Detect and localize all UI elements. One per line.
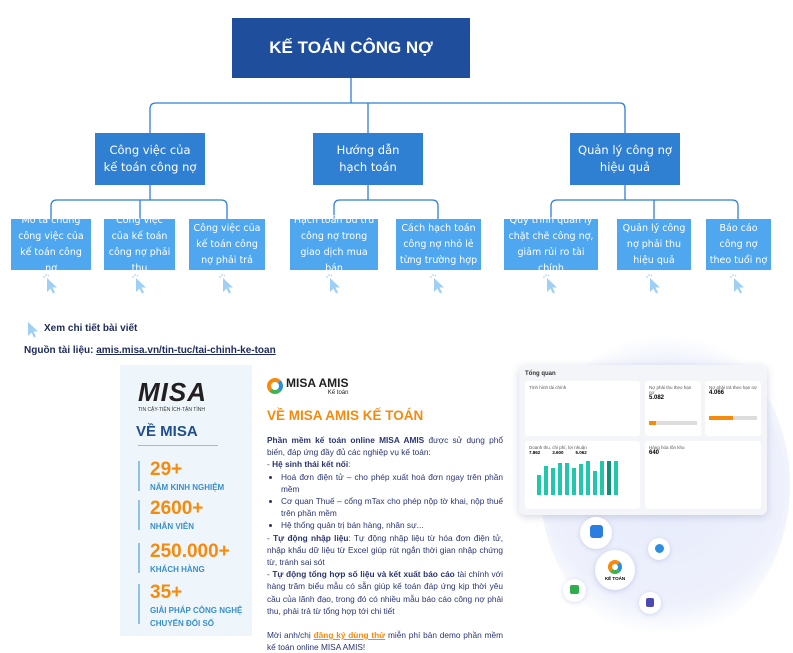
mini-bar [537, 474, 541, 495]
app-node [563, 579, 586, 602]
app-node [580, 517, 612, 549]
leaf-node[interactable]: Hạch toán bù trừ công nợ trong giao dịch… [290, 215, 378, 274]
view-article-label: Xem chi tiết bài viết [44, 322, 138, 334]
misa-logo: MISA [138, 377, 207, 407]
branch-huong-dan[interactable]: Hướng dẫn hạch toán [313, 133, 423, 185]
view-article-link[interactable]: Xem chi tiết bài viết [24, 318, 137, 338]
cursor-icon [646, 274, 662, 294]
leaf-node[interactable]: Cách hạch toán công nợ nhỏ lẻ từng trườn… [396, 219, 481, 270]
stat: 250.000+KHÁCH HÀNG [138, 541, 230, 576]
mini-bar [558, 462, 562, 495]
amis-description: Phần mềm kế toán online MISA AMIS được s… [267, 434, 503, 653]
mini-bar [600, 461, 604, 495]
connector-lines [50, 78, 739, 219]
app-node [639, 592, 661, 614]
cursor-icon [326, 274, 342, 294]
source-label: Nguồn tài liệu: [24, 345, 94, 356]
stat: 2600+NHÂN VIÊN [138, 498, 203, 533]
mini-bar [579, 464, 583, 495]
cursor-icon [543, 274, 559, 294]
branch-cong-viec[interactable]: Công việc của kế toán công nợ [95, 133, 205, 185]
stat: 29+NĂM KINH NGHIỆM [138, 459, 224, 494]
dashboard-preview: Tổng quan Tình hình tài chính Nợ phải th… [519, 365, 767, 515]
accounting-hub: KẾ TOÁN [595, 550, 635, 590]
source-line: Nguồn tài liệu: amis.misa.vn/tin-tuc/tai… [24, 345, 276, 356]
mini-bar [551, 467, 555, 495]
trial-signup-link[interactable]: đăng ký dùng thử [313, 630, 386, 641]
misa-tagline: TIN CẬY-TIỆN ÍCH-TẬN TÌNH [138, 407, 205, 413]
cursor-icon [730, 274, 746, 294]
mini-bar [544, 466, 548, 495]
list-item: Cơ quan Thuế – cổng mTax cho phép nộp tờ… [281, 495, 503, 519]
list-item: Hoá đơn điện tử – cho phép xuất hoá đơn … [281, 471, 503, 495]
misa-panel: MISA TIN CẬY-TIỆN ÍCH-TẬN TÌNH VỀ MISA 2… [120, 365, 252, 636]
root-node: KẾ TOÁN CÔNG NỢ [232, 18, 470, 78]
leaf-node[interactable]: Báo cáo công nợ theo tuổi nợ [706, 219, 771, 270]
amis-logo-icon [267, 378, 283, 394]
list-item: Hệ thống quản trị bán hàng, nhân sự... [281, 519, 503, 531]
leaf-node[interactable]: Mô tả chung công việc của kế toán công n… [11, 215, 91, 274]
source-url[interactable]: amis.misa.vn/tin-tuc/tai-chinh-ke-toan [96, 345, 276, 356]
mini-bar [586, 461, 590, 495]
mini-bar [607, 461, 611, 495]
app-node [648, 538, 670, 560]
mini-bar [565, 462, 569, 495]
misa-heading: VỀ MISA [136, 423, 198, 440]
amis-heading: VỀ MISA AMIS KẾ TOÁN [267, 408, 424, 423]
branch-quan-ly[interactable]: Quản lý công nợ hiệu quả [570, 133, 680, 185]
stat: 35+GIẢI PHÁP CÔNG NGHỆ CHUYỂN ĐỔI SỐ [138, 582, 250, 630]
cursor-icon [43, 274, 59, 294]
mini-bar [614, 461, 618, 495]
leaf-node[interactable]: Quản lý công nợ phải thu hiệu quả [617, 219, 691, 270]
amis-logo: MISA AMIS Kế toán [267, 376, 348, 396]
leaf-node[interactable]: Quy trình quản lý chặt chẽ công nợ, giảm… [504, 215, 598, 274]
divider [138, 445, 218, 446]
cursor-icon [28, 322, 38, 338]
mini-bar [593, 471, 597, 495]
cursor-icon [132, 274, 148, 294]
cursor-icon [219, 274, 235, 294]
leaf-node[interactable]: Công việc của kế toán công nợ phải thu [104, 215, 175, 274]
amis-icon [608, 559, 622, 574]
mini-bar [572, 467, 576, 495]
leaf-node[interactable]: Công việc của kế toán công nợ phải trả [189, 219, 265, 270]
cursor-icon [430, 274, 446, 294]
